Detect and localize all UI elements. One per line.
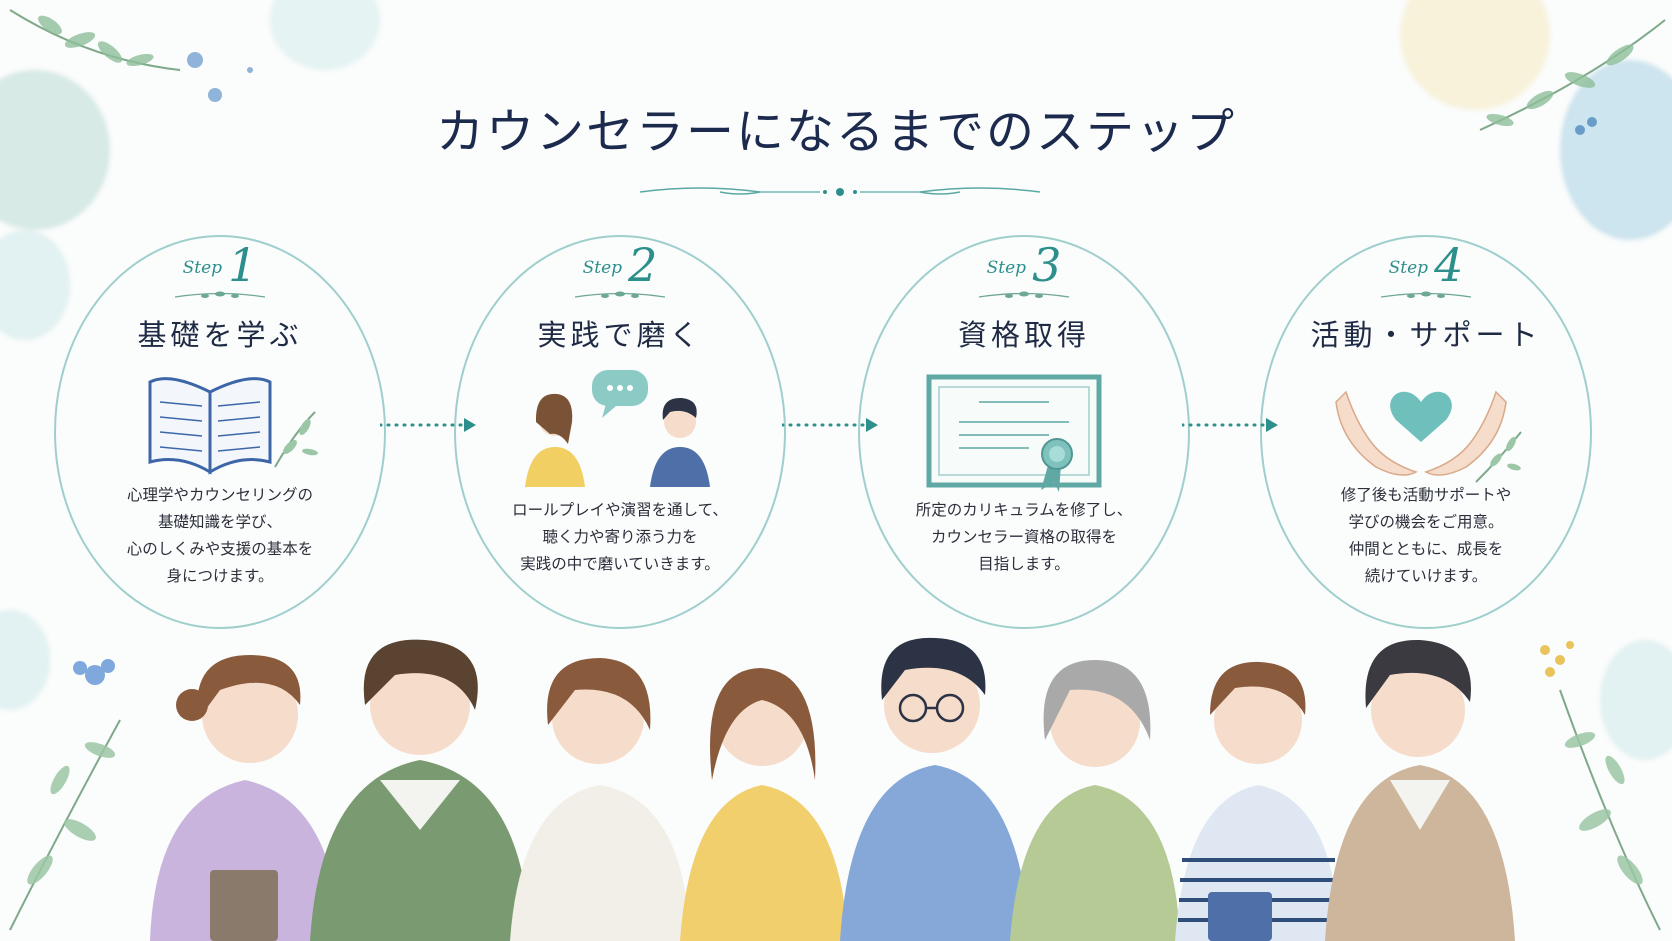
- step-title: 資格取得: [957, 318, 1090, 352]
- step-oval: [54, 235, 386, 629]
- step-title: 実践で磨く: [537, 318, 703, 352]
- step-oval: [454, 235, 786, 629]
- step-title: 活動・サポート: [1310, 318, 1542, 352]
- vine-divider: [174, 291, 266, 298]
- watercolor-wash: [270, 0, 380, 70]
- leaf-decoration-bottom-left: [9, 659, 121, 931]
- person-6: [1010, 660, 1180, 941]
- heart-hands-icon: [1335, 390, 1522, 483]
- step-oval: [1260, 235, 1592, 629]
- step-description: 心理学やカウンセリングの 基礎知識を学び、 心のしくみや支援の基本を 身につけま…: [126, 486, 314, 585]
- leaf-decoration-top-left: [9, 9, 253, 102]
- certificate-icon: [926, 374, 1102, 492]
- dotted-arrow-icon: [1182, 418, 1278, 432]
- watercolor-wash: [1600, 640, 1672, 760]
- step-description: 所定のカリキュラムを修了し、 カウンセラー資格の取得を 目指します。: [915, 501, 1133, 573]
- title-ornament: [640, 187, 1040, 196]
- person-8: [1325, 639, 1515, 941]
- leaf-decoration-bottom-right: [1540, 641, 1661, 931]
- person-7: [1175, 661, 1340, 941]
- conversation-icon: [525, 370, 710, 487]
- open-book-icon: [148, 377, 318, 475]
- step-title: 基礎を学ぶ: [137, 318, 303, 352]
- person-2: [310, 639, 530, 941]
- leaf-decoration-top-right: [1479, 19, 1666, 135]
- vine-divider: [978, 291, 1070, 298]
- step-description: ロールプレイや演習を通して、 聴く力や寄り添う力を 実践の中で磨いていきます。: [512, 501, 728, 573]
- person-1: [150, 655, 340, 941]
- person-5: [840, 637, 1030, 941]
- person-3: [510, 658, 690, 941]
- dotted-arrow-icon: [782, 418, 878, 432]
- step-description: 修了後も活動サポートや 学びの機会をご用意。 仲間とともに、成長を 続けていけま…: [1340, 486, 1512, 585]
- people-illustration: [9, 637, 1661, 941]
- vine-divider: [1380, 291, 1472, 298]
- step-oval: [858, 235, 1190, 629]
- person-4: [680, 668, 848, 941]
- dotted-arrow-icon: [380, 418, 476, 432]
- watercolor-wash: [1560, 60, 1672, 240]
- watercolor-wash: [0, 230, 70, 340]
- page-title: カウンセラーになるまでのステップ: [435, 104, 1236, 160]
- vine-divider: [574, 291, 666, 298]
